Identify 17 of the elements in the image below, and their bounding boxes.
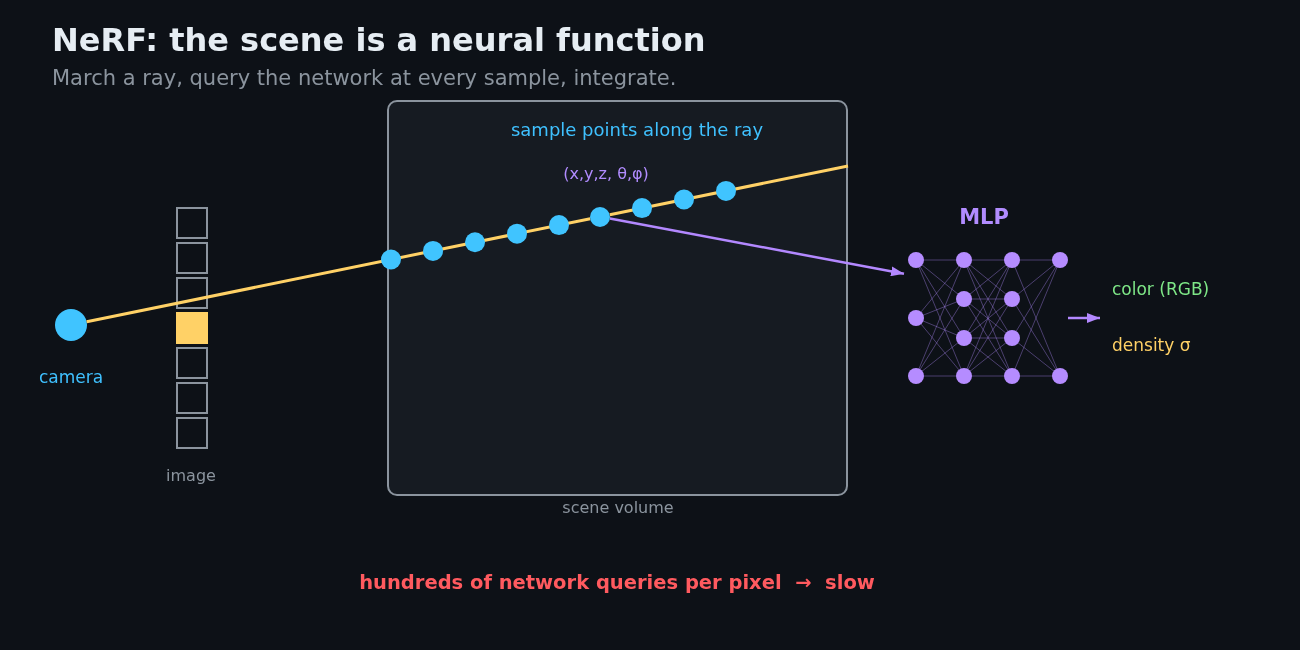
scene-volume-box (387, 100, 848, 496)
sample-point (590, 206, 610, 227)
arrow (1068, 313, 1100, 323)
camera-label: camera (38, 369, 104, 386)
output-label: density σ (1112, 337, 1191, 354)
output-label: color (RGB) (1112, 281, 1210, 298)
image-label: image (166, 468, 216, 484)
mlp-heading: MLP (959, 207, 1009, 228)
title: NeRF: the scene is a neural function (52, 24, 706, 56)
subtitle: March a ray, query the network at every sample, integrate. (52, 68, 677, 89)
ray-line (86, 217, 591, 324)
coordinates-label: (x,y,z, θ,φ) (563, 166, 649, 182)
sample-points-label: sample points along the ray (510, 121, 764, 139)
arrow (609, 217, 905, 277)
ray-line (609, 164, 849, 217)
note-text: hundreds of network queries per pixel → slow (359, 573, 875, 593)
scene-volume-label: scene volume (562, 500, 674, 516)
